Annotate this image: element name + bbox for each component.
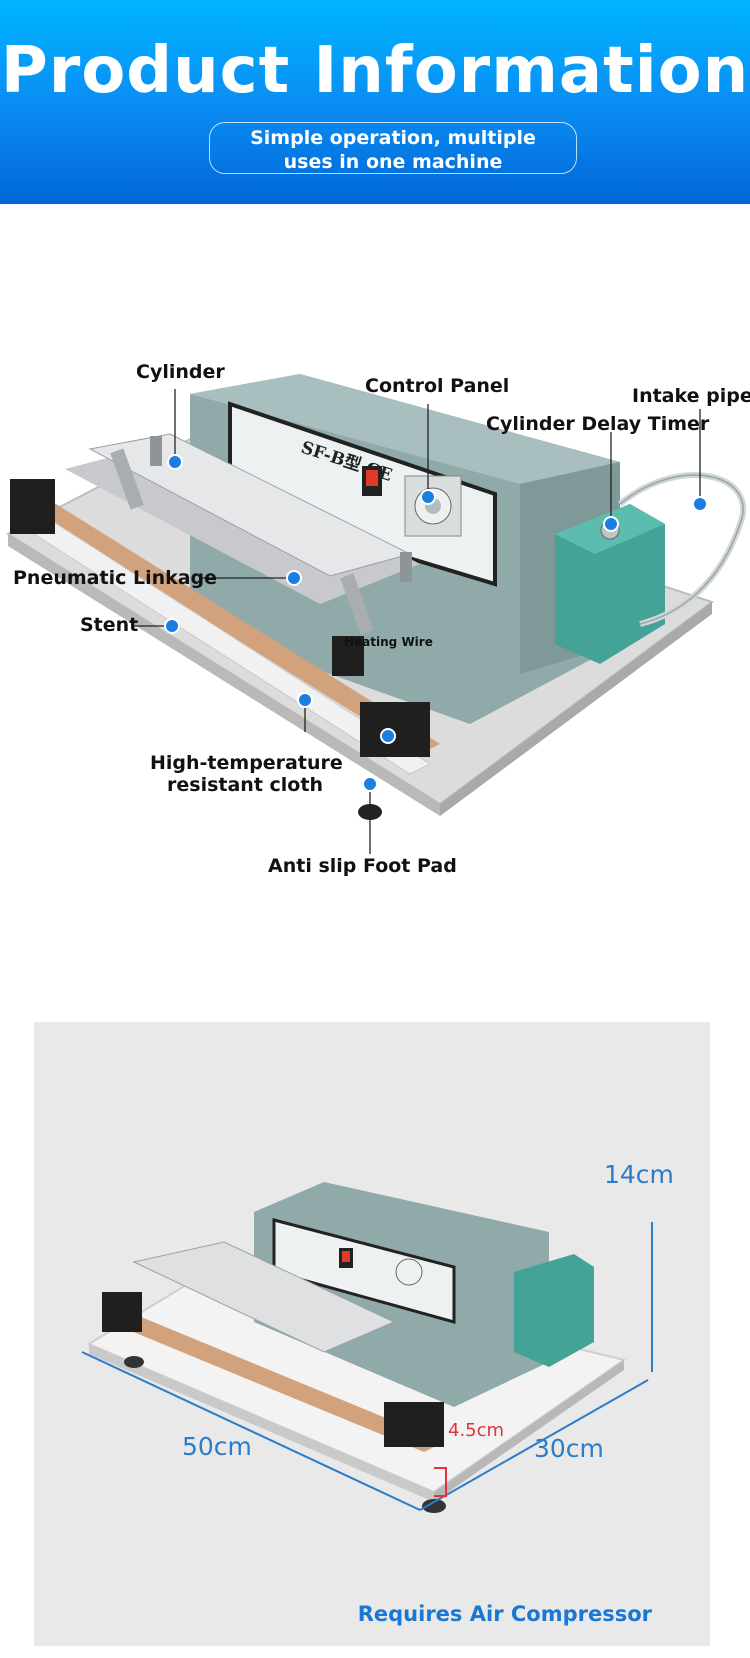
dim-base-height: 4.5cm: [448, 1420, 505, 1441]
callout-dots: [164, 454, 708, 792]
label-pneumatic-linkage: Pneumatic Linkage: [13, 567, 218, 589]
control-housing: SF-B型 CE: [190, 374, 620, 724]
sealing-jaws: [10, 433, 440, 775]
dimension-illustration: [81, 1182, 653, 1513]
header-banner: Product Information Simple operation, mu…: [0, 0, 750, 204]
subtitle-badge: Simple operation, multiple uses in one m…: [209, 122, 577, 174]
air-compressor-note: Requires Air Compressor: [357, 1602, 652, 1626]
label-stent: Stent: [80, 614, 139, 636]
label-cylinder: Cylinder: [136, 361, 225, 383]
label-resistant-cloth: High-temperature resistant cloth: [150, 752, 343, 796]
label-resistant-cloth-line-2: resistant cloth: [167, 774, 323, 796]
dimensions-section: 14cm 50cm 30cm 4.5cm Requires Air Compre…: [34, 1022, 710, 1646]
subtitle-line-1: Simple operation, multiple: [250, 127, 536, 149]
annotated-product-section: SF-B型 CE: [0, 204, 750, 970]
label-foot-pad: Anti slip Foot Pad: [268, 855, 457, 877]
page-title: Product Information: [0, 34, 750, 108]
label-heating-wire: Heating Wire: [344, 635, 433, 649]
label-control-panel: Control Panel: [365, 375, 510, 397]
dim-height: 14cm: [604, 1160, 674, 1189]
dim-length: 50cm: [182, 1432, 252, 1461]
label-cylinder-delay-timer: Cylinder Delay Timer: [486, 413, 710, 435]
annotated-machine-illustration: SF-B型 CE: [5, 374, 746, 854]
dim-width: 30cm: [534, 1434, 604, 1463]
dimension-lines: [81, 1222, 653, 1511]
base-height-mark: [434, 1467, 447, 1497]
subtitle-line-2: uses in one machine: [283, 151, 503, 173]
label-intake-pipe: Intake pipe: [632, 385, 750, 407]
label-resistant-cloth-line-1: High-temperature: [150, 752, 343, 774]
